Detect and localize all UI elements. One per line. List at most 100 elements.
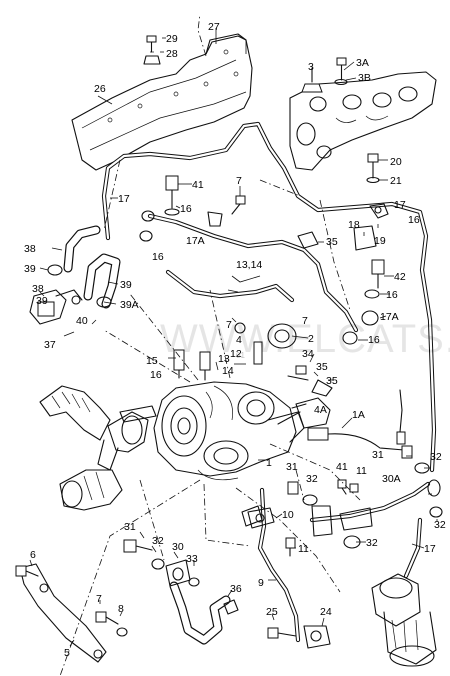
callout: 11 [298,543,309,555]
sensor-15 [173,341,263,381]
callout: 16 [180,203,192,215]
callout: 38 [24,243,36,255]
callout: 9 [258,577,264,589]
callout: 2 [308,333,314,345]
callout: 27 [208,21,220,33]
callout: 35 [326,375,338,387]
bracket-214 [207,211,223,227]
coolant-hoses-left [47,225,121,309]
callout: 4A [314,404,327,416]
callout: 14 [222,365,234,377]
callout: 16 [368,334,380,346]
callout: 28 [166,48,178,60]
bolt-40 [337,479,359,495]
callout: 33 [186,553,198,565]
callout: 16 [152,251,164,263]
watermark-small: 01 [236,351,245,360]
callout: 31 [372,449,384,461]
bolt-7-top [231,195,246,215]
callout: 34 [302,348,314,360]
hose-clamp-left [119,405,157,423]
callout: 20 [390,156,402,168]
callout: 7 [96,593,102,605]
stud-3a [334,57,348,86]
callout: 13,14 [236,259,262,271]
callout: 41 [192,179,204,191]
callout: 35 [316,361,328,373]
clamp-35-lower [223,599,239,615]
bracket-18 [353,203,389,251]
callout: 7 [226,319,232,331]
callout: 32 [430,451,442,463]
bolt-11 [285,537,296,557]
callout: 11 [356,465,367,477]
nut-3 [301,67,323,93]
bolt-7-bottom [95,611,128,637]
callout: 12 [230,348,242,360]
coolant-pipe-30a [309,479,441,537]
callout: 7 [236,175,242,187]
callout: 16 [386,289,398,301]
callout: 42 [394,271,406,283]
banjo-bolt-41-left [139,175,180,242]
oxygen-sensor [307,389,406,451]
callout: 6 [30,549,36,561]
callout: 25 [266,606,278,618]
support-bracket-5 [19,563,107,663]
callout: 41 [336,461,348,473]
callout-labels: 1 1A 2 3 3A 3B 4 4A 5 6 7 7 7 7 8 9 10 1… [24,21,446,659]
callout: 17 [424,543,436,555]
callout: 7 [302,315,308,327]
callout: 1A [352,409,365,421]
callout: 39 [36,295,48,307]
bolt-31-lower [123,539,165,570]
callout: 17A [186,235,205,247]
callout: 13 [218,353,230,365]
callout: 32 [306,473,318,485]
callout: 16 [150,369,162,381]
bolt-25 [267,627,297,639]
callout: 21 [390,175,402,187]
callout: 15 [146,355,158,367]
callout: 5 [64,647,70,659]
callout: 29 [166,33,178,45]
assembly-lines [59,13,361,676]
callout: 3B [358,72,371,84]
charge-air-hose [59,469,123,511]
callout: 39 [120,279,132,291]
callout: 18 [348,219,360,231]
callout: 17A [380,311,399,323]
callout: 10 [282,509,294,521]
exhaust-manifold [289,71,437,171]
flange-24 [303,625,331,649]
coolant-pipe-lower [165,559,231,645]
callout: 39 [24,263,36,275]
callout: 38 [32,283,44,295]
stud-4 [291,403,307,409]
fitting-10 [241,505,263,527]
callout: 3 [308,61,314,73]
callout: 31 [124,521,136,533]
flange-gasket [234,322,297,349]
oil-filter-housing [371,517,437,667]
callout: 16 [408,214,420,226]
callout: 30A [382,473,401,485]
oil-feed-pipe [101,121,437,473]
bolt-20 [366,153,380,184]
callout: 4 [236,334,242,346]
oil-pipe-17a [147,213,359,333]
callout: 3A [356,57,369,69]
callout: 30 [172,541,184,553]
turbocharger [153,381,305,481]
bolt-29 [143,35,161,65]
callout: 8 [118,603,124,615]
bolt-33 [287,365,333,397]
callout: 39A [120,299,139,311]
callout: 19 [374,235,386,247]
callout: 32 [434,519,446,531]
wastegate-actuator [277,397,331,429]
callout: 36 [230,583,242,595]
callout: 1 [266,457,272,469]
callout: 37 [44,339,56,351]
